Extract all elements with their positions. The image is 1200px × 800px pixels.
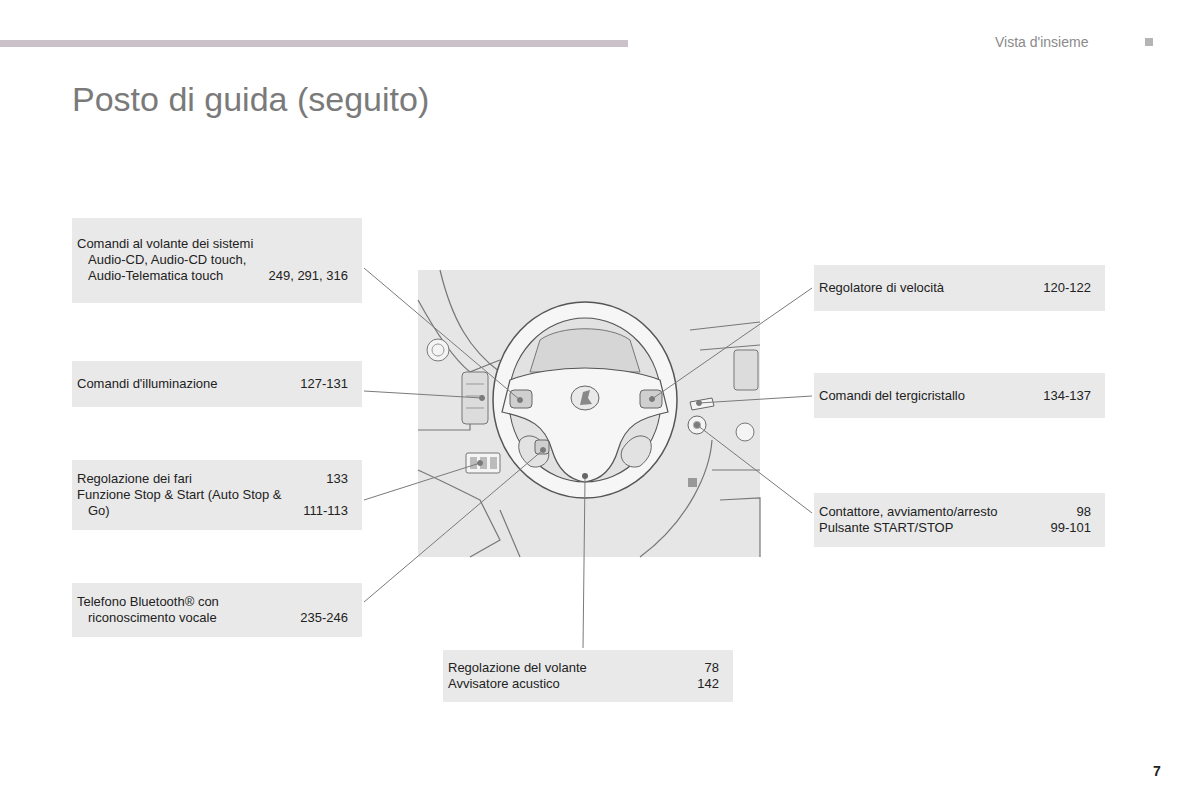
page-reference: 235-246 (300, 610, 348, 626)
callout-entry: Comandi del tergicristallo 134-137 (819, 388, 1091, 404)
callout-entry: Telefono Bluetooth® con riconoscimento v… (77, 594, 348, 626)
callout-box: Regolatore di velocità 120-122 (814, 265, 1105, 311)
page-reference: 142 (697, 676, 719, 692)
callout-text: Regolatore di velocità (819, 280, 1035, 296)
page-reference: 249, 291, 316 (268, 268, 348, 284)
callout-entry: Contattore, avviamento/arresto 98 (819, 504, 1091, 520)
callout-text: Comandi del tergicristallo (819, 388, 1035, 404)
callout-entry: Comandi d'illuminazione 127-131 (77, 376, 348, 392)
callout-entry: Funzione Stop & Start (Auto Stop & Go) 11… (77, 487, 348, 519)
page-reference: 99-101 (1051, 520, 1091, 536)
callout-text: Pulsante START/STOP (819, 520, 1043, 536)
callout-entry: Regolazione dei fari 133 (77, 471, 348, 487)
steering-illustration (418, 270, 760, 557)
page-reference: 111-113 (303, 503, 348, 519)
callout-text: Contattore, avviamento/arresto (819, 504, 1069, 520)
callout-box: Regolazione del volante78Avvisatore acus… (443, 650, 733, 702)
callout-text: Funzione Stop & Start (Auto Stop & Go) (77, 487, 295, 519)
page-title: Posto di guida (seguito) (72, 80, 429, 119)
callout-entry: Comandi al volante dei sistemi Audio-CD,… (77, 236, 348, 284)
callout-box: Contattore, avviamento/arresto98Pulsante… (814, 493, 1105, 547)
callout-text: Regolazione dei fari (77, 471, 318, 487)
callout-text: Avvisatore acustico (448, 676, 689, 692)
page-reference: 78 (705, 660, 719, 676)
callout-box: Telefono Bluetooth® con riconoscimento v… (72, 583, 362, 637)
callout-entry: Avvisatore acustico 142 (448, 676, 719, 692)
header-square (1145, 38, 1153, 46)
page-number: 7 (1153, 763, 1161, 779)
page-reference: 133 (326, 471, 348, 487)
callout-box: Comandi d'illuminazione 127-131 (72, 361, 362, 407)
callout-text: Regolazione del volante (448, 660, 697, 676)
callout-text: Telefono Bluetooth® con riconoscimento v… (77, 594, 292, 626)
callout-entry: Regolatore di velocità 120-122 (819, 280, 1091, 296)
callout-entry: Regolazione del volante 78 (448, 660, 719, 676)
page-reference: 120-122 (1043, 280, 1091, 296)
callout-text: Comandi al volante dei sistemi Audio-CD,… (77, 236, 260, 284)
callout-box: Comandi al volante dei sistemi Audio-CD,… (72, 218, 362, 303)
page-reference: 98 (1077, 504, 1091, 520)
callout-box: Comandi del tergicristallo 134-137 (814, 373, 1105, 418)
page-reference: 127-131 (300, 376, 348, 392)
section-header: Vista d'insieme (995, 34, 1088, 50)
callout-entry: Pulsante START/STOP 99-101 (819, 520, 1091, 536)
callout-text: Comandi d'illuminazione (77, 376, 292, 392)
header-bar (0, 40, 628, 47)
page-reference: 134-137 (1043, 388, 1091, 404)
leader-lines (364, 268, 812, 648)
callout-box: Regolazione dei fari133Funzione Stop & S… (72, 460, 362, 530)
